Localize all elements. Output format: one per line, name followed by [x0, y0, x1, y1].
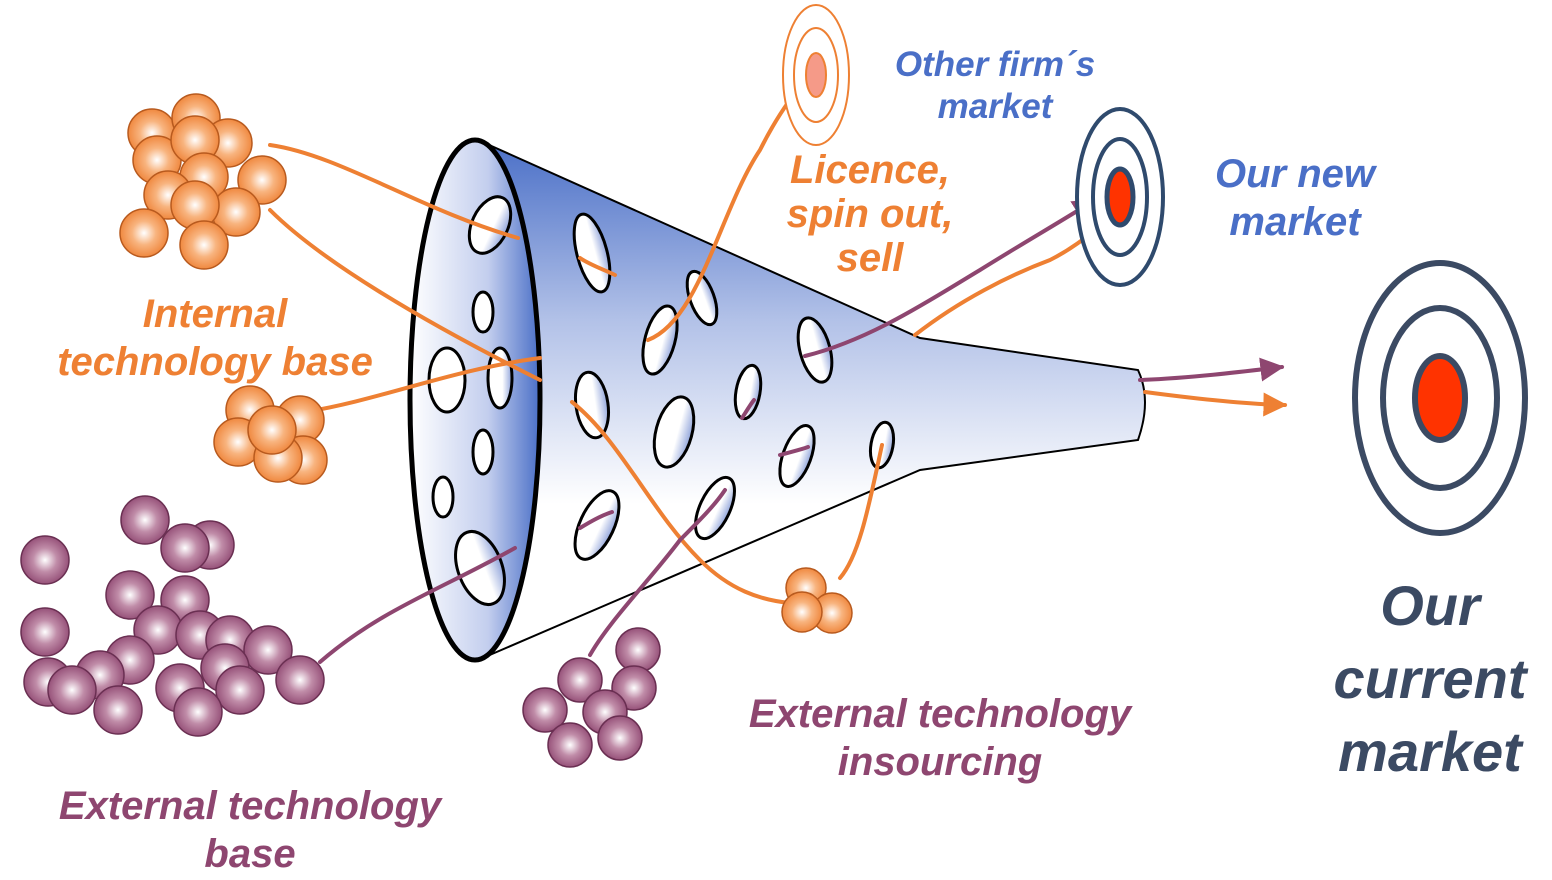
- external-technology-insourcing-label: External technology insourcing: [748, 692, 1132, 784]
- internal-technology-base-label: Internal technology base: [57, 292, 373, 384]
- new-market-label: Our new market: [1214, 152, 1376, 244]
- external-flow-line: [778, 445, 810, 457]
- internal-flow-line: [570, 400, 792, 605]
- internal-technology-cluster: [781, 567, 853, 634]
- external-technology-base-label: External technology base: [58, 784, 442, 876]
- funnel-hole: [572, 212, 612, 294]
- funnel-hole: [778, 424, 816, 488]
- current-market-label: Our current market: [1333, 574, 1527, 783]
- external-technology-cluster: [20, 495, 325, 737]
- new-market-target: [1075, 107, 1165, 287]
- external-flow-line: [740, 398, 756, 420]
- internal-flow-line: [838, 443, 884, 580]
- external-flow-line: [318, 546, 517, 664]
- external-flow-line: [803, 198, 1098, 358]
- current-market-target: [1352, 260, 1528, 536]
- licence-spinout-sell-label: Licence, spin out, sell: [786, 148, 954, 280]
- external-flow-line: [578, 510, 614, 530]
- funnel-body: [477, 138, 1146, 662]
- funnel-hole: [641, 304, 679, 376]
- external-flow-line: [1138, 357, 1285, 382]
- internal-flow-line: [303, 356, 542, 414]
- internal-flow-line: [268, 143, 520, 240]
- funnel-hole: [796, 316, 834, 384]
- external-technology-cluster: [522, 627, 661, 768]
- funnel-holes: [427, 195, 896, 606]
- funnel-hole: [431, 475, 455, 519]
- funnel-hole: [652, 395, 696, 469]
- internal-technology-cluster: [119, 93, 287, 270]
- internal-technology-cluster: [213, 385, 328, 485]
- other-firm-market-label: Other firm´s market: [894, 45, 1096, 126]
- external-flow-line: [588, 488, 727, 657]
- funnel-mouth: [407, 137, 543, 663]
- other-firm-market-target: [782, 4, 850, 146]
- funnel-hole: [573, 489, 621, 561]
- funnel-hole: [471, 428, 495, 476]
- funnel-hole: [471, 290, 495, 334]
- internal-flow-line: [578, 256, 617, 277]
- internal-flow-line: [268, 208, 542, 382]
- internal-flow-line: [1143, 390, 1288, 417]
